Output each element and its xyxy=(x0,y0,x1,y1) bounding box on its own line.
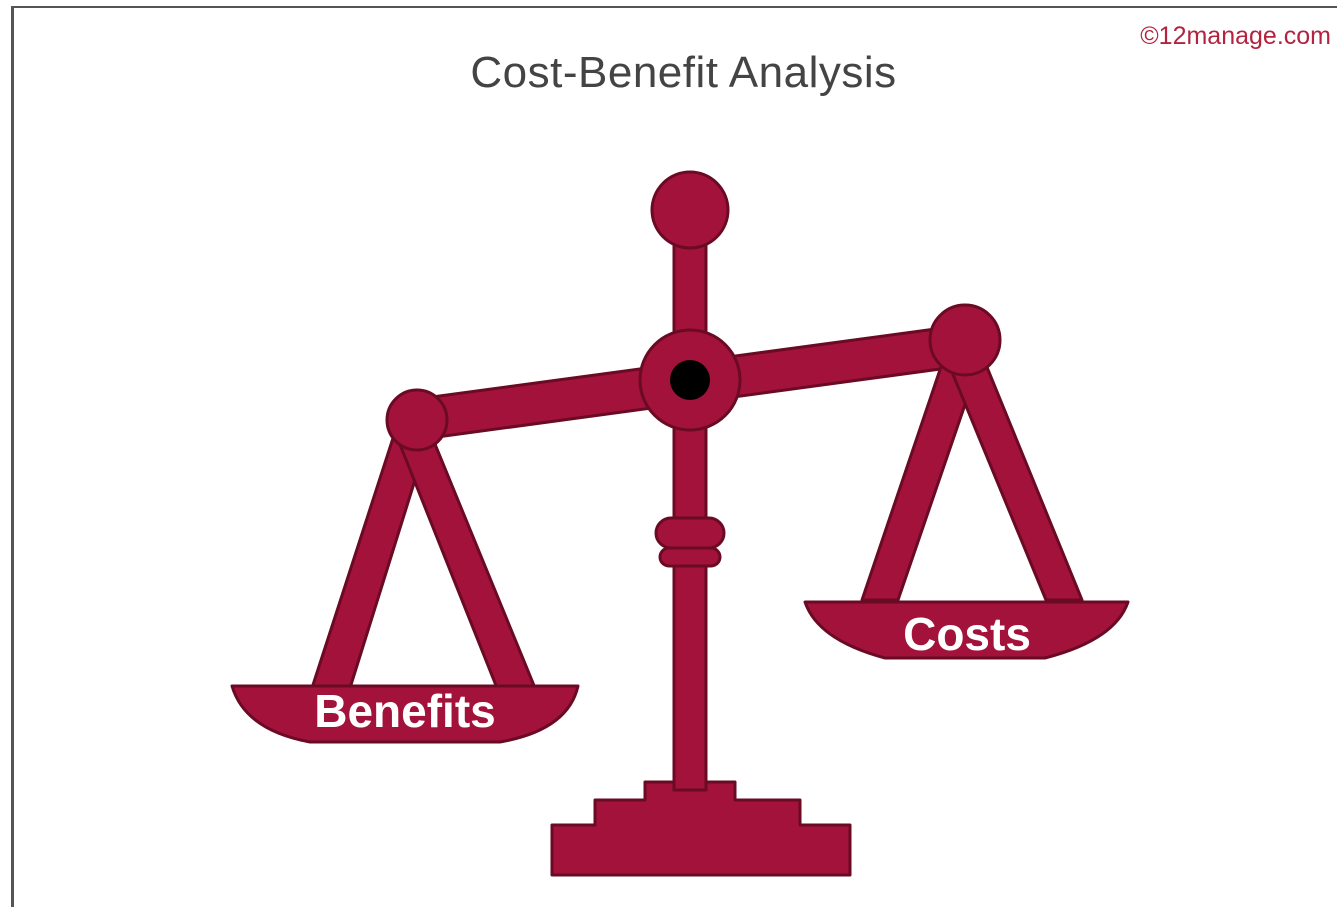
scale-finial xyxy=(650,170,730,250)
costs-label: Costs xyxy=(903,608,1031,660)
left-pan xyxy=(230,684,580,744)
diagram-title: Cost-Benefit Analysis xyxy=(470,48,897,97)
left-beam-knob xyxy=(385,388,449,452)
copyright-notice: ©12manage.com xyxy=(1140,22,1331,50)
scale-base xyxy=(550,780,852,877)
right-hanger-inner xyxy=(943,353,1084,602)
right-pan xyxy=(803,600,1130,660)
left-hanger-inner xyxy=(393,430,537,690)
right-beam-knob xyxy=(928,303,1002,377)
scale-column xyxy=(672,223,708,792)
column-collar-bottom xyxy=(658,546,722,568)
benefits-label: Benefits xyxy=(314,685,495,737)
pivot-icon xyxy=(670,360,710,400)
frame-top-border xyxy=(11,6,1337,8)
frame-left-border xyxy=(11,6,14,907)
column-collar xyxy=(654,516,726,550)
